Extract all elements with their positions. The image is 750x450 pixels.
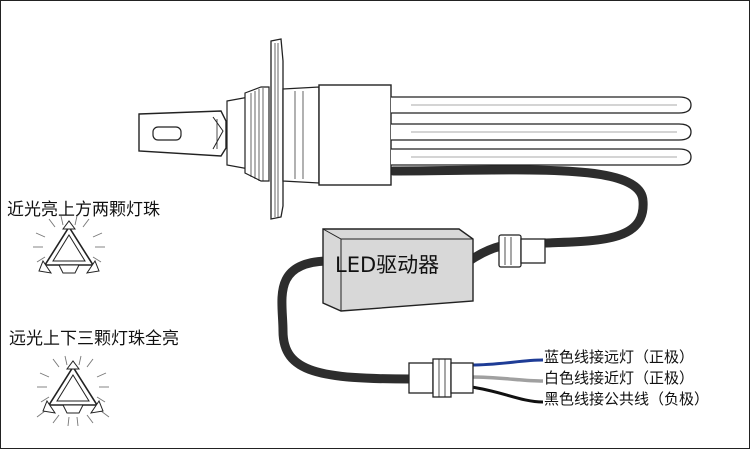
- low-beam-caption: 近光亮上方两颗灯珠: [7, 200, 160, 220]
- bulb-housing: [282, 84, 392, 186]
- black-wire: [470, 385, 544, 404]
- white-wire: [470, 375, 544, 383]
- high-beam-led-icon: [36, 355, 110, 427]
- inline-connector: [498, 234, 546, 268]
- cable-driver-to-plug: [277, 256, 416, 384]
- output-plug: [408, 358, 474, 398]
- blue-wire-label: 蓝色线接远灯（正极）: [544, 348, 695, 366]
- driver-label: LED驱动器: [335, 253, 440, 277]
- white-wire-label: 白色线接近灯（正极）: [544, 369, 695, 387]
- black-wire-label: 黑色线接公共线（负极）: [544, 390, 710, 408]
- bulb-base: [138, 110, 227, 157]
- bulb-heat-pipes: [391, 96, 692, 166]
- low-beam-led-icon: [33, 215, 105, 274]
- bulb-flange: [270, 38, 284, 220]
- high-beam-caption: 远光上下三颗灯珠全亮: [9, 329, 179, 349]
- bulb-collar: [226, 86, 270, 182]
- blue-wire: [470, 358, 544, 367]
- cable-bulb-to-driver: [388, 165, 648, 248]
- driver-box: [322, 228, 474, 312]
